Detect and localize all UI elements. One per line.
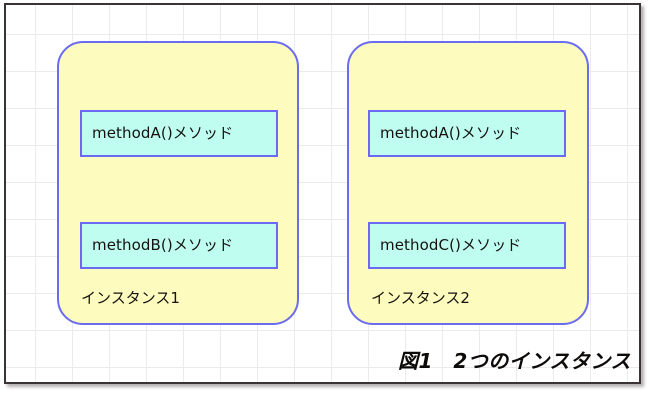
method-label: methodA()メソッド — [92, 124, 234, 142]
instance-name-label-1: インスタンス1 — [81, 289, 180, 307]
method-box-instance1-methodA[interactable]: methodA()メソッド — [80, 110, 278, 157]
method-box-instance2-methodC[interactable]: methodC()メソッド — [368, 222, 566, 269]
figure-frame: methodA()メソッド methodB()メソッド インスタンス1 meth… — [4, 3, 641, 384]
instance-box-2[interactable]: methodA()メソッド methodC()メソッド インスタンス2 — [347, 41, 589, 325]
method-label: methodC()メソッド — [380, 236, 522, 254]
figure-caption: 図1 2つのインスタンス — [397, 349, 631, 373]
method-box-instance2-methodA[interactable]: methodA()メソッド — [368, 110, 566, 157]
method-label: methodB()メソッド — [92, 236, 234, 254]
method-label: methodA()メソッド — [380, 124, 522, 142]
instance-box-1[interactable]: methodA()メソッド methodB()メソッド インスタンス1 — [57, 41, 299, 325]
instance-name-label-2: インスタンス2 — [371, 289, 470, 307]
method-box-instance1-methodB[interactable]: methodB()メソッド — [80, 222, 278, 269]
